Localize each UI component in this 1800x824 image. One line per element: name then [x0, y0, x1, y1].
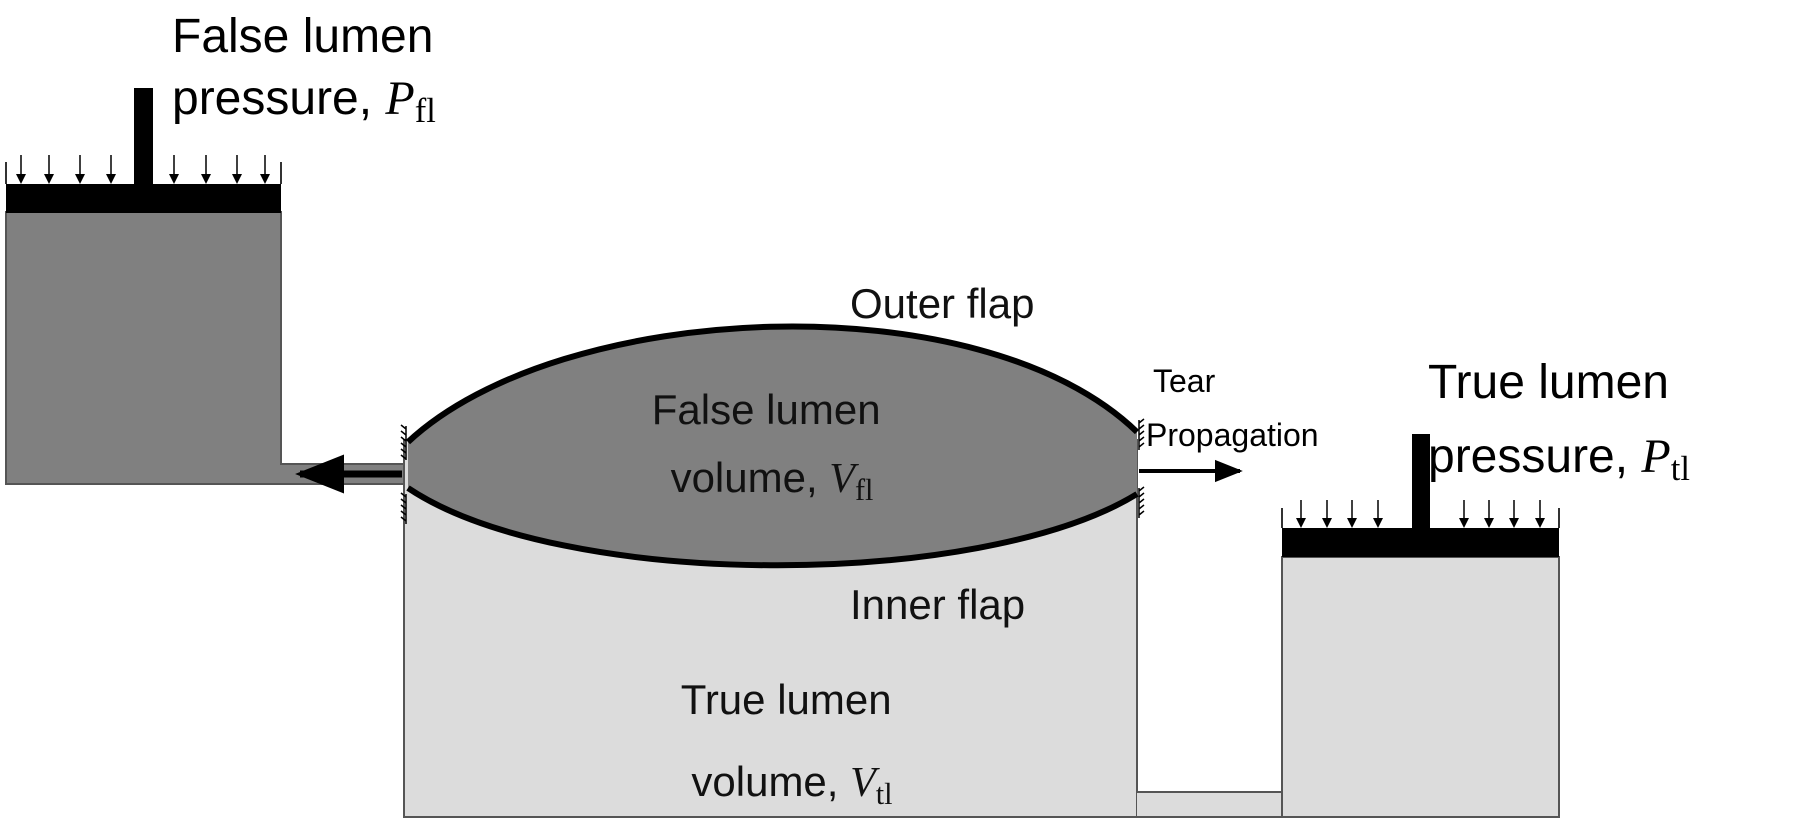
- false-lumen-pressure-label: False lumen pressure, Pfl: [172, 10, 447, 130]
- false-lumen-piston-rod: [134, 88, 153, 186]
- inner-flap-label: Inner flap: [850, 581, 1025, 628]
- fixed-support-hatch-icon: [400, 492, 407, 524]
- pressure-arrows-true-lumen: [1296, 500, 1545, 528]
- false-lumen-reservoir: [5, 211, 405, 485]
- false-lumen-volume-label: False lumen volume, Vfl: [652, 386, 892, 507]
- fixed-support-hatch-icon: [400, 424, 407, 460]
- down-arrow-head-icon: [1459, 518, 1469, 528]
- inner-flap: [406, 485, 1139, 569]
- down-arrow-head-icon: [232, 174, 242, 184]
- false-lumen-chamber: [408, 326, 1137, 566]
- down-arrow-head-icon: [1373, 518, 1383, 528]
- fixed-support-hatch-icon: [1138, 418, 1145, 450]
- down-arrow-head-icon: [75, 174, 85, 184]
- down-arrow-head-icon: [106, 174, 116, 184]
- true-lumen-volume-label: True lumen volume, Vtl: [681, 676, 904, 811]
- down-arrow-head-icon: [1509, 518, 1519, 528]
- fixed-support-hatch-icons: [400, 418, 1145, 524]
- tear-propagation-label: Tear Propagation: [1146, 363, 1319, 453]
- down-arrow-head-icon: [1347, 518, 1357, 528]
- true-lumen-piston-rod: [1412, 434, 1430, 530]
- down-arrow-head-icon: [1322, 518, 1332, 528]
- true-lumen-channel: [1137, 792, 1282, 817]
- down-arrow-head-icon: [169, 174, 179, 184]
- down-arrow-head-icon: [201, 174, 211, 184]
- down-arrow-head-icon: [1296, 518, 1306, 528]
- true-lumen-piston: [1282, 528, 1559, 557]
- false-lumen-piston: [6, 184, 281, 213]
- down-arrow-head-icon: [44, 174, 54, 184]
- fixed-support-hatch-icon: [1138, 486, 1145, 518]
- down-arrow-head-icon: [16, 174, 26, 184]
- true-lumen-pressure-label: True lumen pressure, Ptl: [1428, 356, 1690, 488]
- pressure-arrows-false-lumen: [16, 155, 270, 184]
- outer-flap-label: Outer flap: [850, 280, 1034, 327]
- down-arrow-head-icon: [260, 174, 270, 184]
- outer-flap: [405, 323, 1140, 445]
- down-arrow-head-icon: [1484, 518, 1494, 528]
- down-arrow-head-icon: [1535, 518, 1545, 528]
- true-lumen-reservoir: [1281, 556, 1560, 818]
